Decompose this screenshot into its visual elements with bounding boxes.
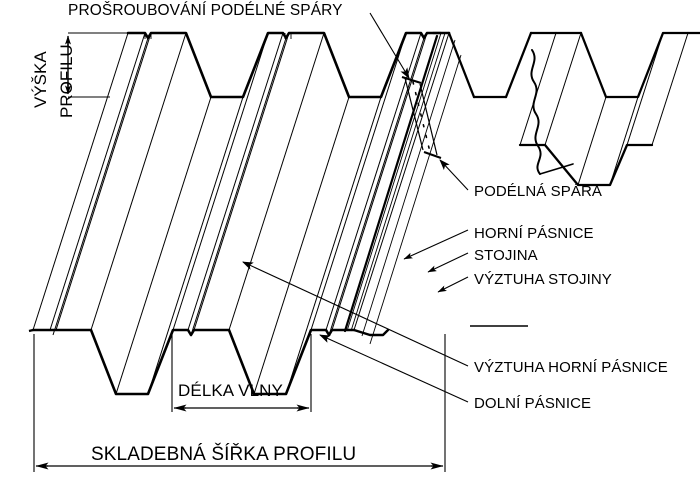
leader-podelna-spara: [439, 159, 469, 191]
leader-dolni-pasnice: [319, 334, 469, 403]
total-width-dimension: [33, 334, 446, 472]
right-continuation: [447, 31, 558, 99]
right-end-cap: [352, 328, 390, 337]
leader-prosroubovani: [369, 12, 410, 79]
wave-length-dimension: [171, 334, 312, 412]
label-delka-vlny: DÉLKA VLNY: [178, 381, 283, 400]
label-vyztuha-horni-pasnice: VÝZTUHA HORNÍ PÁSNICE: [474, 359, 668, 376]
profile-body: [28, 31, 700, 396]
label-prosroubovani-podelne-spary: PROŠROUBOVÁNÍ PODÉLNÉ SPÁRY: [68, 2, 343, 19]
label-horni-pasnice: HORNÍ PÁSNICE: [474, 225, 594, 242]
label-vyska: VÝŠKA: [31, 51, 50, 108]
height-dimension: [65, 32, 128, 98]
oblique-projection-lines: [32, 32, 450, 395]
lap-zone-thin-lines: [346, 32, 462, 345]
left-end-return: [28, 328, 34, 333]
front-profile-edge: [31, 328, 356, 396]
right-far-projection: [519, 32, 689, 186]
label-vyztuha-stojiny: VÝZTUHA STOJINY: [474, 271, 612, 288]
label-podelna-spara: PODÉLNÁ SPÁRA: [474, 183, 603, 200]
leader-vyztuha-horni-pasnice: [242, 261, 469, 367]
lapped-panel-edges: [343, 31, 443, 333]
label-skladebna-sirka-profilu: SKLADEBNÁ ŠÍŘKA PROFILU: [91, 444, 357, 465]
leader-vyztuha-stojiny: [437, 276, 469, 293]
leader-stojina: [427, 252, 469, 273]
label-dolni-pasnice: DOLNÍ PÁSNICE: [474, 395, 592, 412]
leader-lines: [242, 12, 469, 403]
right-far-front-edge: [518, 143, 654, 187]
break-line-icon: [530, 49, 542, 175]
leader-horni-pasnice: [403, 229, 469, 260]
seam-boundary-lines: [404, 77, 438, 156]
label-profilu: PROFILU: [57, 44, 76, 118]
break-tail-lines: [539, 163, 574, 175]
label-stojina: STOJINA: [474, 247, 538, 264]
seam-fastener-dash: [412, 81, 431, 153]
